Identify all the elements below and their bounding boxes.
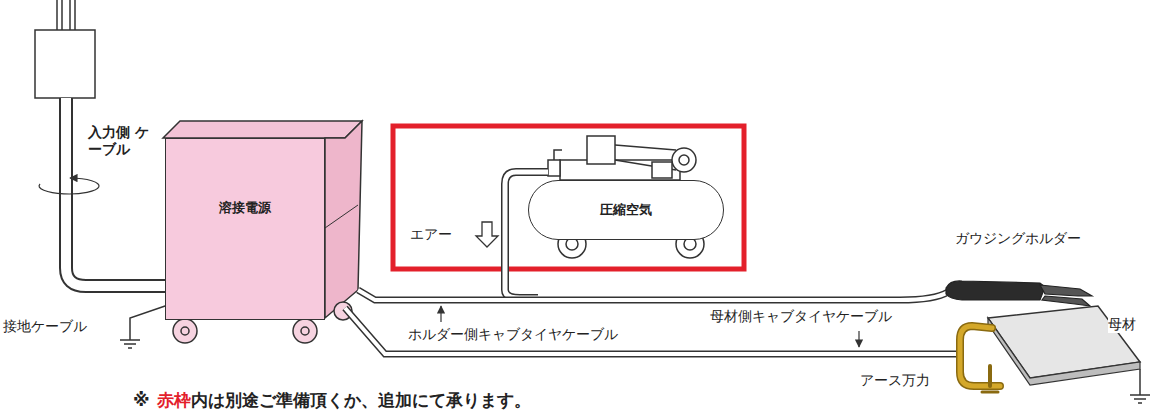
pointer-arrow bbox=[440, 306, 441, 322]
ground-label: 接地ケーブル bbox=[3, 318, 87, 335]
holder-cable bbox=[358, 290, 948, 300]
pointer-arrow bbox=[858, 331, 859, 347]
power-source-box: 溶接電源 bbox=[165, 138, 325, 320]
input-cable bbox=[66, 98, 165, 286]
red-frame bbox=[393, 126, 744, 269]
cabinet-top bbox=[163, 121, 362, 138]
cabinet-side bbox=[325, 121, 362, 318]
cable-label: ホルダー側キャブタイヤケーブル bbox=[408, 326, 618, 343]
air-arrow bbox=[476, 222, 498, 247]
plate-ground bbox=[1130, 369, 1150, 403]
holder-label: ガウジングホルダー bbox=[955, 230, 1081, 247]
earth-clamp bbox=[960, 326, 1000, 392]
node-text: 圧縮空気 bbox=[600, 201, 652, 219]
cable-label: 入力側 ケーブル bbox=[88, 124, 150, 158]
gouging-holder bbox=[946, 281, 1092, 306]
cable-label: 母材側キャブタイヤケーブル bbox=[710, 308, 892, 325]
breaker-box bbox=[35, 30, 95, 98]
side-panel-line bbox=[325, 205, 358, 228]
supply-lines bbox=[57, 0, 75, 30]
air-tank: 圧縮空気 bbox=[528, 180, 724, 240]
base-metal-cable bbox=[345, 308, 962, 354]
ground-wire bbox=[120, 305, 168, 348]
node-text: 溶接電源 bbox=[219, 199, 271, 217]
clamp-label: アース万力 bbox=[860, 372, 930, 389]
clamp-ring bbox=[39, 178, 99, 194]
base-metal-label: 母材 bbox=[1108, 316, 1136, 333]
note-highlight: 赤枠 bbox=[157, 389, 191, 412]
note-mark: ※ bbox=[133, 390, 150, 410]
footnote: ※ 赤枠内は別途ご準備頂くか、追加にて承ります。 bbox=[133, 389, 531, 412]
note-text: 内は別途ご準備頂くか、追加にて承ります。 bbox=[191, 389, 531, 412]
air-label: エアー bbox=[410, 226, 452, 243]
